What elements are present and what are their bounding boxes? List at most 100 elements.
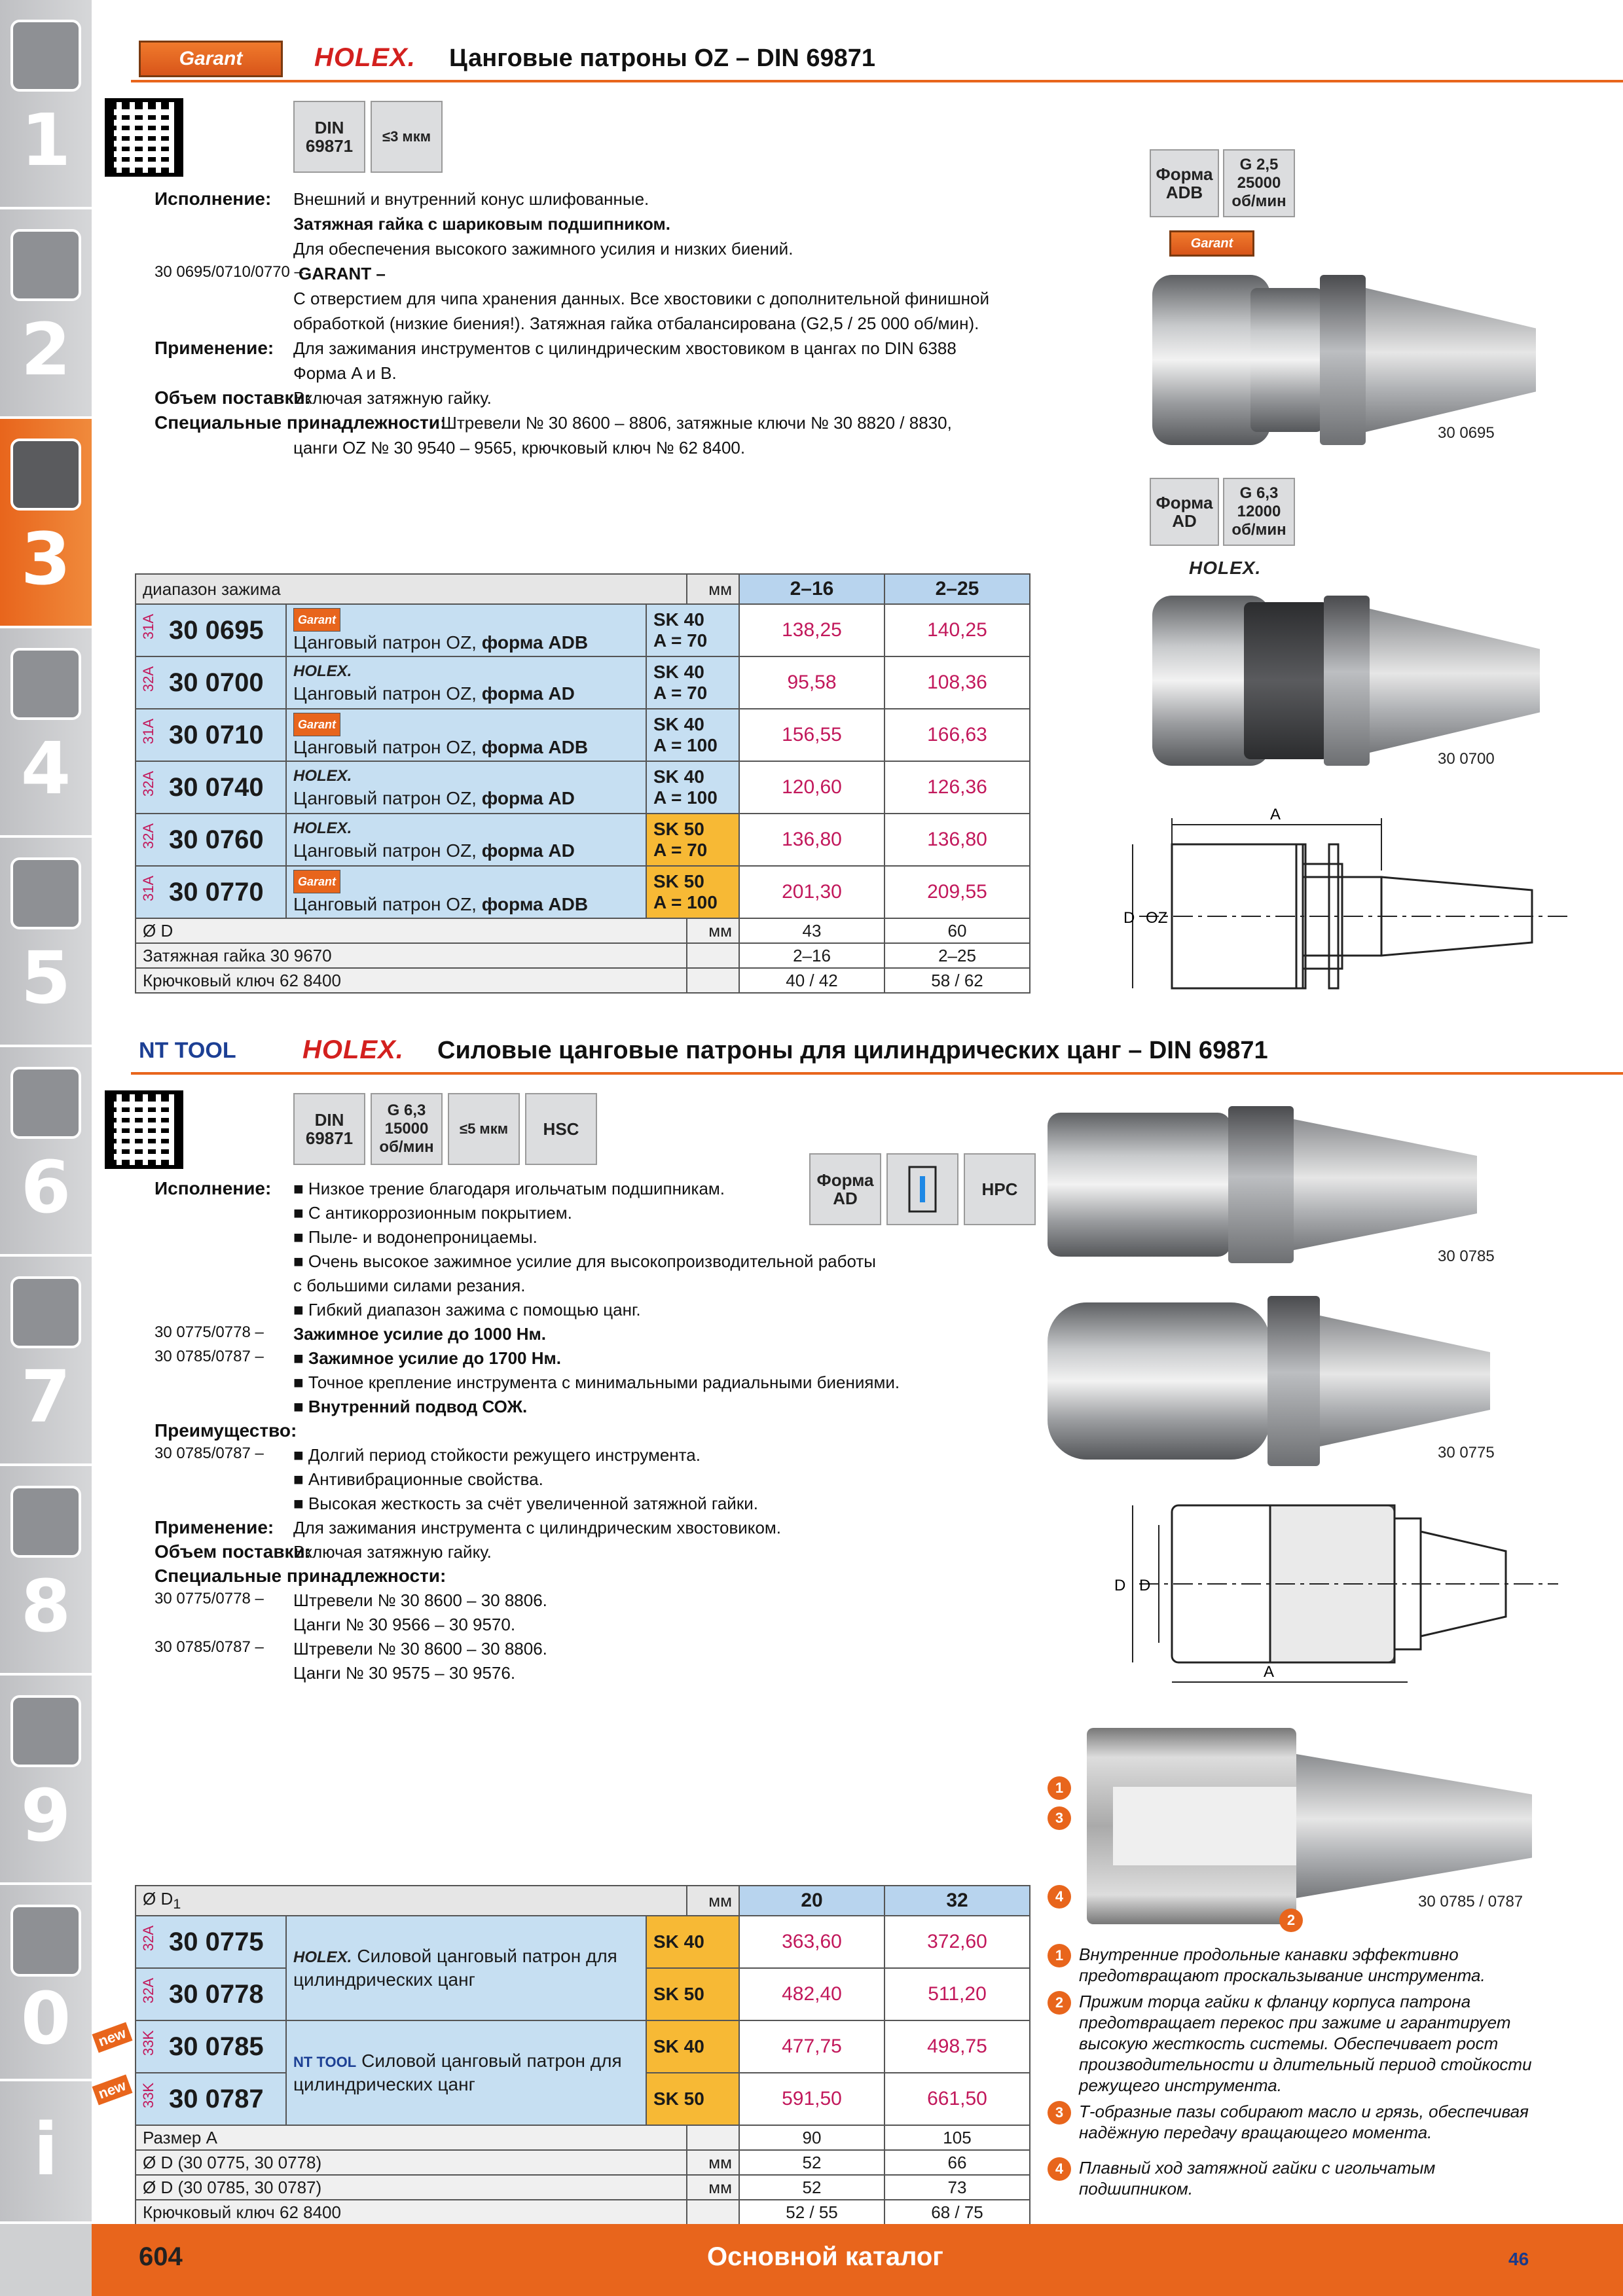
- sk-label: SK 40: [653, 766, 704, 787]
- description-label: 30 0775/0778 –: [155, 1323, 264, 1341]
- sk-label: SK 40: [653, 714, 704, 734]
- balance-badge-3: G 6,3 15000 об/мин: [371, 1093, 443, 1165]
- balance-badge-2: G 6,3 12000 об/мин: [1223, 478, 1295, 546]
- price-col-2[interactable]: 372,60: [884, 1915, 1030, 1969]
- garant-logo-tiny: Garant: [293, 713, 341, 736]
- chapter-tab-8[interactable]: 8: [0, 1466, 92, 1676]
- description-text: цанги OZ № 30 9540 – 9565, крючковый клю…: [293, 438, 746, 457]
- price-col-1[interactable]: 156,55: [739, 708, 885, 762]
- new-badge: new: [92, 2074, 133, 2106]
- qr-code-2[interactable]: [105, 1090, 183, 1169]
- price-col-1[interactable]: 201,30: [739, 865, 885, 919]
- price-col-2[interactable]: 511,20: [884, 1967, 1030, 2021]
- dim-d1: D: [1139, 1577, 1150, 1594]
- note-number: 1: [1048, 1944, 1071, 1967]
- price-col-2[interactable]: 661,50: [884, 2072, 1030, 2126]
- price-col-1[interactable]: 136,80: [739, 813, 885, 867]
- chapter-tab-2[interactable]: 2: [0, 209, 92, 419]
- description-line: Цанговый патрон OZ, форма AD: [293, 840, 575, 861]
- spec-value-2: 58 / 62: [884, 967, 1030, 994]
- toolholder-icon: [10, 439, 81, 511]
- chapter-tab-5[interactable]: 5: [0, 838, 92, 1047]
- chapter-tab-1[interactable]: 1: [0, 0, 92, 209]
- description-text: ■ Пыле- и водонепроницаемы.: [293, 1227, 538, 1247]
- spec-unit: [686, 942, 740, 969]
- dim-oz: OZ: [1146, 909, 1167, 927]
- description-label: Объем поставки:: [155, 1541, 312, 1562]
- price-col-1[interactable]: 591,50: [739, 2072, 885, 2126]
- price-col-2[interactable]: 140,25: [884, 603, 1030, 657]
- price-col-1[interactable]: 95,58: [739, 656, 885, 709]
- table-head-col: 20: [739, 1885, 885, 1916]
- caption-300785: 30 0785: [1438, 1247, 1495, 1265]
- spec-value-1: 43: [739, 918, 885, 944]
- availability-tag: 31A: [140, 876, 156, 902]
- chapter-tab-6[interactable]: 6: [0, 1047, 92, 1257]
- price-col-1[interactable]: 138,25: [739, 603, 885, 657]
- form-ad-badge: Форма AD: [1150, 478, 1219, 546]
- garant-logo-tiny: Garant: [293, 608, 341, 632]
- description-text: ■ Внутренний подвод СОЖ.: [293, 1397, 528, 1416]
- description-text: Цанги № 30 9566 – 30 9570.: [293, 1615, 516, 1634]
- price-col-1[interactable]: 482,40: [739, 1967, 885, 2021]
- description-text: с большими силами резания.: [293, 1276, 526, 1295]
- chapter-tab-3[interactable]: 3: [0, 419, 92, 628]
- price-col-2[interactable]: 126,36: [884, 761, 1030, 814]
- spec-value-2: 66: [884, 2149, 1030, 2176]
- chapter-tab-9[interactable]: 9: [0, 1676, 92, 1885]
- price-col-1[interactable]: 363,60: [739, 1915, 885, 1969]
- price-col-2[interactable]: 166,63: [884, 708, 1030, 762]
- chapter-tab-info[interactable]: i: [0, 2081, 92, 2224]
- price-col-2[interactable]: 136,80: [884, 813, 1030, 867]
- spec-value-1: 52 / 55: [739, 2199, 885, 2225]
- description-label: 30 0785/0787 –: [155, 1444, 264, 1462]
- chapter-tab-4[interactable]: 4: [0, 628, 92, 838]
- spec-label: Крючковый ключ 62 8400: [135, 967, 687, 994]
- garant-logo-small: Garant: [1169, 230, 1254, 257]
- price-col-2[interactable]: 498,75: [884, 2020, 1030, 2073]
- length-label: A = 100: [653, 787, 718, 808]
- chapter-tab-0[interactable]: 0: [0, 1885, 92, 2081]
- qr-code[interactable]: [105, 98, 183, 177]
- description-text: Для зажимания инструментов с цилиндричес…: [293, 338, 957, 358]
- price-col-1[interactable]: 477,75: [739, 2020, 885, 2073]
- description-text: ■ Высокая жесткость за счёт увеличенной …: [293, 1494, 758, 1513]
- holex-logo-small: HOLEX.: [1189, 558, 1262, 578]
- spec-unit: мм: [686, 2174, 740, 2200]
- description-label: Специальные принадлежности:: [155, 412, 447, 433]
- description-label: Преимущество:: [155, 1420, 297, 1441]
- description-line: Цанговый патрон OZ, форма ADB: [293, 737, 589, 757]
- description-text: ■ С антикоррозионным покрытием.: [293, 1203, 572, 1223]
- cabinet-icon: [10, 1695, 81, 1767]
- description-text: обработкой (низкие биения!). Затяжная га…: [293, 314, 979, 333]
- description-line: Цанговый патрон OZ, форма ADB: [293, 632, 589, 653]
- price-col-1[interactable]: 120,60: [739, 761, 885, 814]
- price-col-2[interactable]: 209,55: [884, 865, 1030, 919]
- note-number: 2: [1048, 1991, 1071, 2015]
- chapter-tab-7[interactable]: 7: [0, 1257, 92, 1466]
- section2-header: NT TOOL HOLEX. Силовые цанговые патроны …: [131, 1029, 1623, 1075]
- price-col-2[interactable]: 108,36: [884, 656, 1030, 709]
- pliers-icon: [10, 1276, 81, 1348]
- description-label: 30 0775/0778 –: [155, 1590, 264, 1607]
